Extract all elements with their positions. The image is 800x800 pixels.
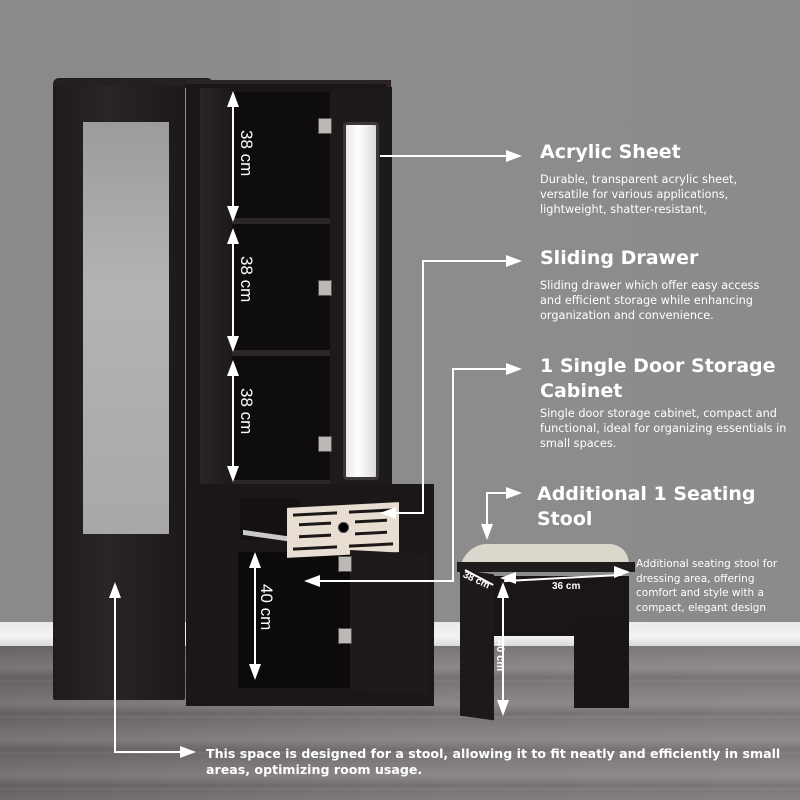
arrow-down-icon (227, 336, 239, 352)
shelf-1 (232, 218, 330, 224)
dimension-line (232, 368, 234, 472)
callout-body-storage-cabinet: Single door storage cabinet, compact and… (540, 407, 787, 450)
arrow-right-icon (614, 566, 630, 578)
hinge-icon (338, 628, 352, 644)
full-length-mirror (83, 122, 169, 534)
pattern-line (349, 542, 393, 548)
hinge-icon (338, 556, 352, 572)
stool-seat-frame (457, 562, 635, 572)
callout-line-cabinet (452, 368, 508, 370)
arrow-left-icon (304, 575, 320, 587)
arrow-down-icon (497, 700, 509, 716)
callout-line-stool-space (114, 751, 186, 753)
shelf-2 (232, 350, 330, 356)
callout-line-drawer (422, 260, 424, 512)
dimension-line (254, 560, 256, 670)
hinge-icon (318, 280, 332, 296)
pattern-line (355, 518, 387, 524)
pattern-line (299, 521, 331, 527)
arrow-down-icon (249, 664, 261, 680)
arrow-left-icon (500, 572, 516, 584)
callout-body-sliding-drawer: Sliding drawer which offer easy access a… (540, 279, 760, 322)
pattern-line (299, 533, 331, 539)
hinge-icon (318, 118, 332, 134)
callout-line-cabinet (312, 580, 454, 582)
pattern-line (355, 530, 387, 536)
callout-line-drawer (386, 512, 424, 514)
dimension-line (232, 236, 234, 344)
callout-line-drawer (422, 260, 508, 262)
mirror-panel-top (53, 78, 213, 88)
dimension-label-lower-cabinet: 40 cm (257, 584, 276, 631)
dimension-label-stool-height: 40 cm (494, 640, 506, 672)
storage-cabinet-door (350, 549, 428, 695)
callout-title-seating-stool: Additional 1 Seating Stool (537, 483, 756, 530)
callout-title-acrylic-sheet: Acrylic Sheet (540, 141, 681, 163)
arrow-up-icon (227, 91, 239, 107)
arrow-left-icon (380, 507, 396, 519)
dimension-label-stool-width: 36 cm (552, 581, 581, 592)
stool-back-leg (574, 620, 629, 708)
stool-space-note: This space is designed for a stool, allo… (206, 746, 781, 777)
cabinet-side (200, 88, 232, 484)
arrow-right-icon (506, 363, 522, 375)
callout-line-acrylic (380, 155, 508, 157)
callout-line-stool (486, 492, 510, 494)
arrow-right-icon (506, 255, 522, 267)
callout-line-stool (486, 492, 488, 526)
pattern-line (293, 511, 337, 517)
dimension-label-shelf-2: 38 cm (237, 256, 256, 303)
arrow-right-icon (506, 150, 522, 162)
arrow-down-icon (227, 206, 239, 222)
cabinet-interior (232, 92, 330, 480)
arrow-down-icon (481, 524, 493, 540)
dimension-line (502, 590, 504, 702)
drawer-knob (338, 522, 349, 533)
shelf-3 (232, 480, 330, 486)
callout-body-seating-stool: Additional seating stool for dressing ar… (636, 558, 778, 614)
callout-line-cabinet (452, 368, 454, 582)
arrow-right-icon (506, 487, 522, 499)
hinge-icon (318, 436, 332, 452)
acrylic-sheet (343, 122, 379, 480)
callout-body-acrylic-sheet: Durable, transparent acrylic sheet, vers… (540, 173, 738, 216)
arrow-right-icon (180, 746, 196, 758)
callout-line-stool-space (114, 594, 116, 752)
dimension-label-shelf-1: 38 cm (237, 130, 256, 177)
callout-title-storage-cabinet: 1 Single Door Storage Cabinet (540, 355, 776, 402)
dimension-label-shelf-3: 38 cm (237, 388, 256, 435)
dimension-line (232, 100, 234, 212)
stool-front-leg (460, 569, 494, 721)
arrow-up-icon (109, 582, 121, 598)
pattern-line (293, 545, 337, 551)
arrow-down-icon (227, 466, 239, 482)
callout-title-sliding-drawer: Sliding Drawer (540, 247, 699, 269)
